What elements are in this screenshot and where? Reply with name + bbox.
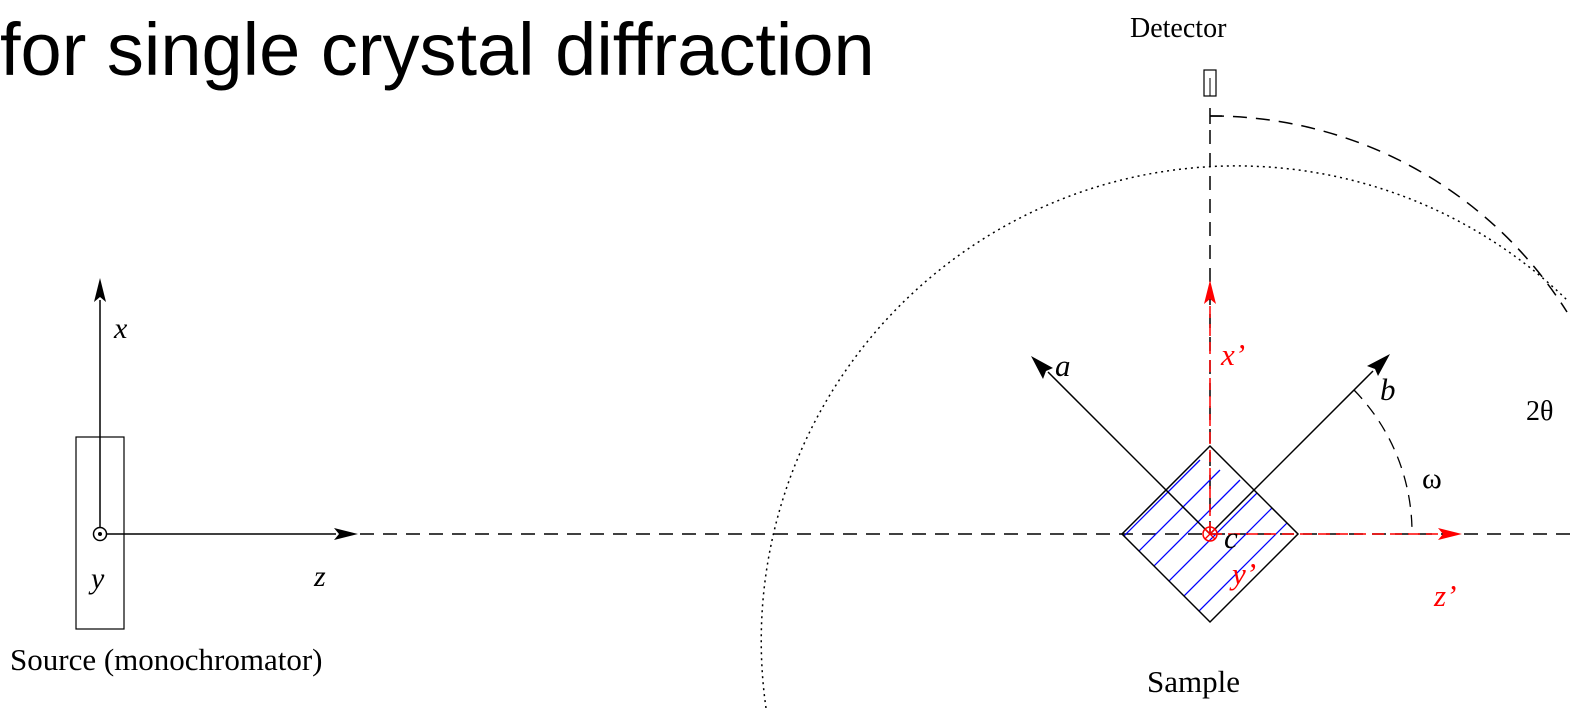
x-prime-arrowhead	[1204, 280, 1216, 304]
c-axis-label: c	[1224, 520, 1238, 555]
page-title: for single crystal diffraction	[0, 8, 875, 91]
source-label: Source (monochromator)	[10, 642, 322, 677]
b-axis-arrowhead	[1367, 354, 1390, 376]
into-page-cross-2	[1204, 528, 1216, 540]
two-theta-label: 2θ	[1526, 396, 1553, 427]
x-axis-label: x	[113, 312, 128, 345]
z-axis-arrowhead	[334, 528, 358, 540]
y-axis-label: y	[88, 562, 105, 595]
z-prime-label: z’	[1433, 578, 1456, 613]
b-axis	[1209, 370, 1374, 535]
two-theta-arc	[1209, 115, 1568, 313]
y-prime-label: y’	[1229, 556, 1256, 591]
z-axis-label: z	[313, 560, 326, 593]
a-axis	[1047, 371, 1211, 535]
omega-arc	[1353, 389, 1413, 535]
z-prime-arrowhead	[1438, 528, 1462, 540]
sample-crystal	[1120, 444, 1300, 624]
detector-label: Detector	[1130, 13, 1227, 44]
x-axis-arrowhead	[94, 278, 106, 302]
y-axis-dot	[98, 532, 102, 536]
omega-label: ω	[1422, 462, 1442, 495]
y-prime-into-page-icon	[1202, 526, 1218, 542]
sample-label: Sample	[1147, 664, 1240, 699]
a-axis-label: a	[1055, 348, 1071, 383]
detector-circle	[760, 165, 1568, 708]
x-prime-label: x’	[1220, 337, 1245, 372]
b-axis-label: b	[1380, 372, 1396, 407]
a-axis-arrowhead	[1031, 356, 1053, 379]
